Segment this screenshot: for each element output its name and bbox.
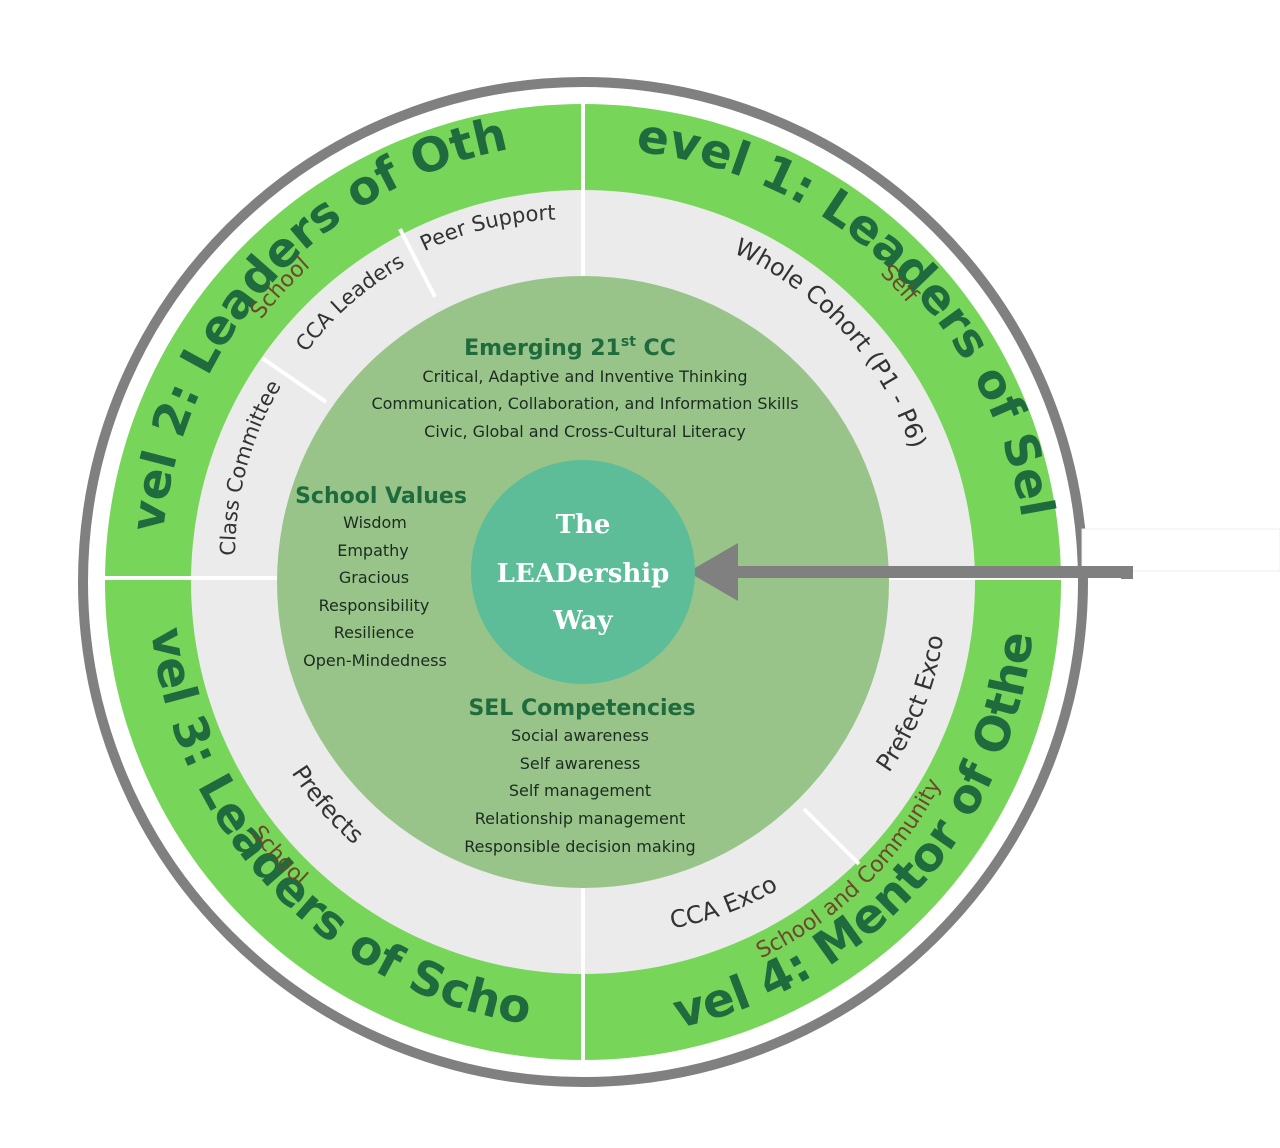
divider-peer-support	[398, 228, 437, 298]
divider-cca-leaders	[260, 356, 328, 404]
school-value-item: Resilience	[334, 623, 415, 642]
center-circle	[471, 460, 695, 684]
divider-cca-exco	[802, 807, 861, 866]
emerging-cc-heading: Emerging 21st CC	[464, 334, 676, 361]
emerging-cc-item: Civic, Global and Cross-Cultural Literac…	[424, 422, 746, 441]
emerging-cc-item: Critical, Adaptive and Inventive Thinkin…	[422, 367, 747, 386]
school-values-heading: School Values	[295, 484, 467, 509]
school-value-item: Open-Mindedness	[303, 651, 447, 670]
sel-competency-item: Self awareness	[520, 754, 641, 773]
center-title-line1: The	[556, 510, 611, 540]
sel-competency-item: Responsible decision making	[464, 837, 695, 856]
school-value-item: Gracious	[339, 568, 409, 587]
callout-box	[1081, 528, 1280, 572]
sel-competencies-heading: SEL Competencies	[468, 696, 695, 721]
school-value-item: Responsibility	[319, 596, 430, 615]
center-title-line3: Way	[553, 606, 614, 636]
center-title-line2: LEADership	[497, 559, 670, 589]
emerging-cc-item: Communication, Collaboration, and Inform…	[371, 394, 798, 413]
sel-competency-item: Social awareness	[511, 726, 649, 745]
sel-competency-item: Relationship management	[475, 809, 685, 828]
pointer-arrow-head	[688, 543, 738, 601]
outer-ring	[78, 77, 1088, 1087]
sel-competency-item: Self management	[509, 781, 651, 800]
pointer-arrow-line	[722, 566, 1133, 579]
school-value-item: Wisdom	[343, 513, 407, 532]
school-value-item: Empathy	[337, 541, 409, 560]
